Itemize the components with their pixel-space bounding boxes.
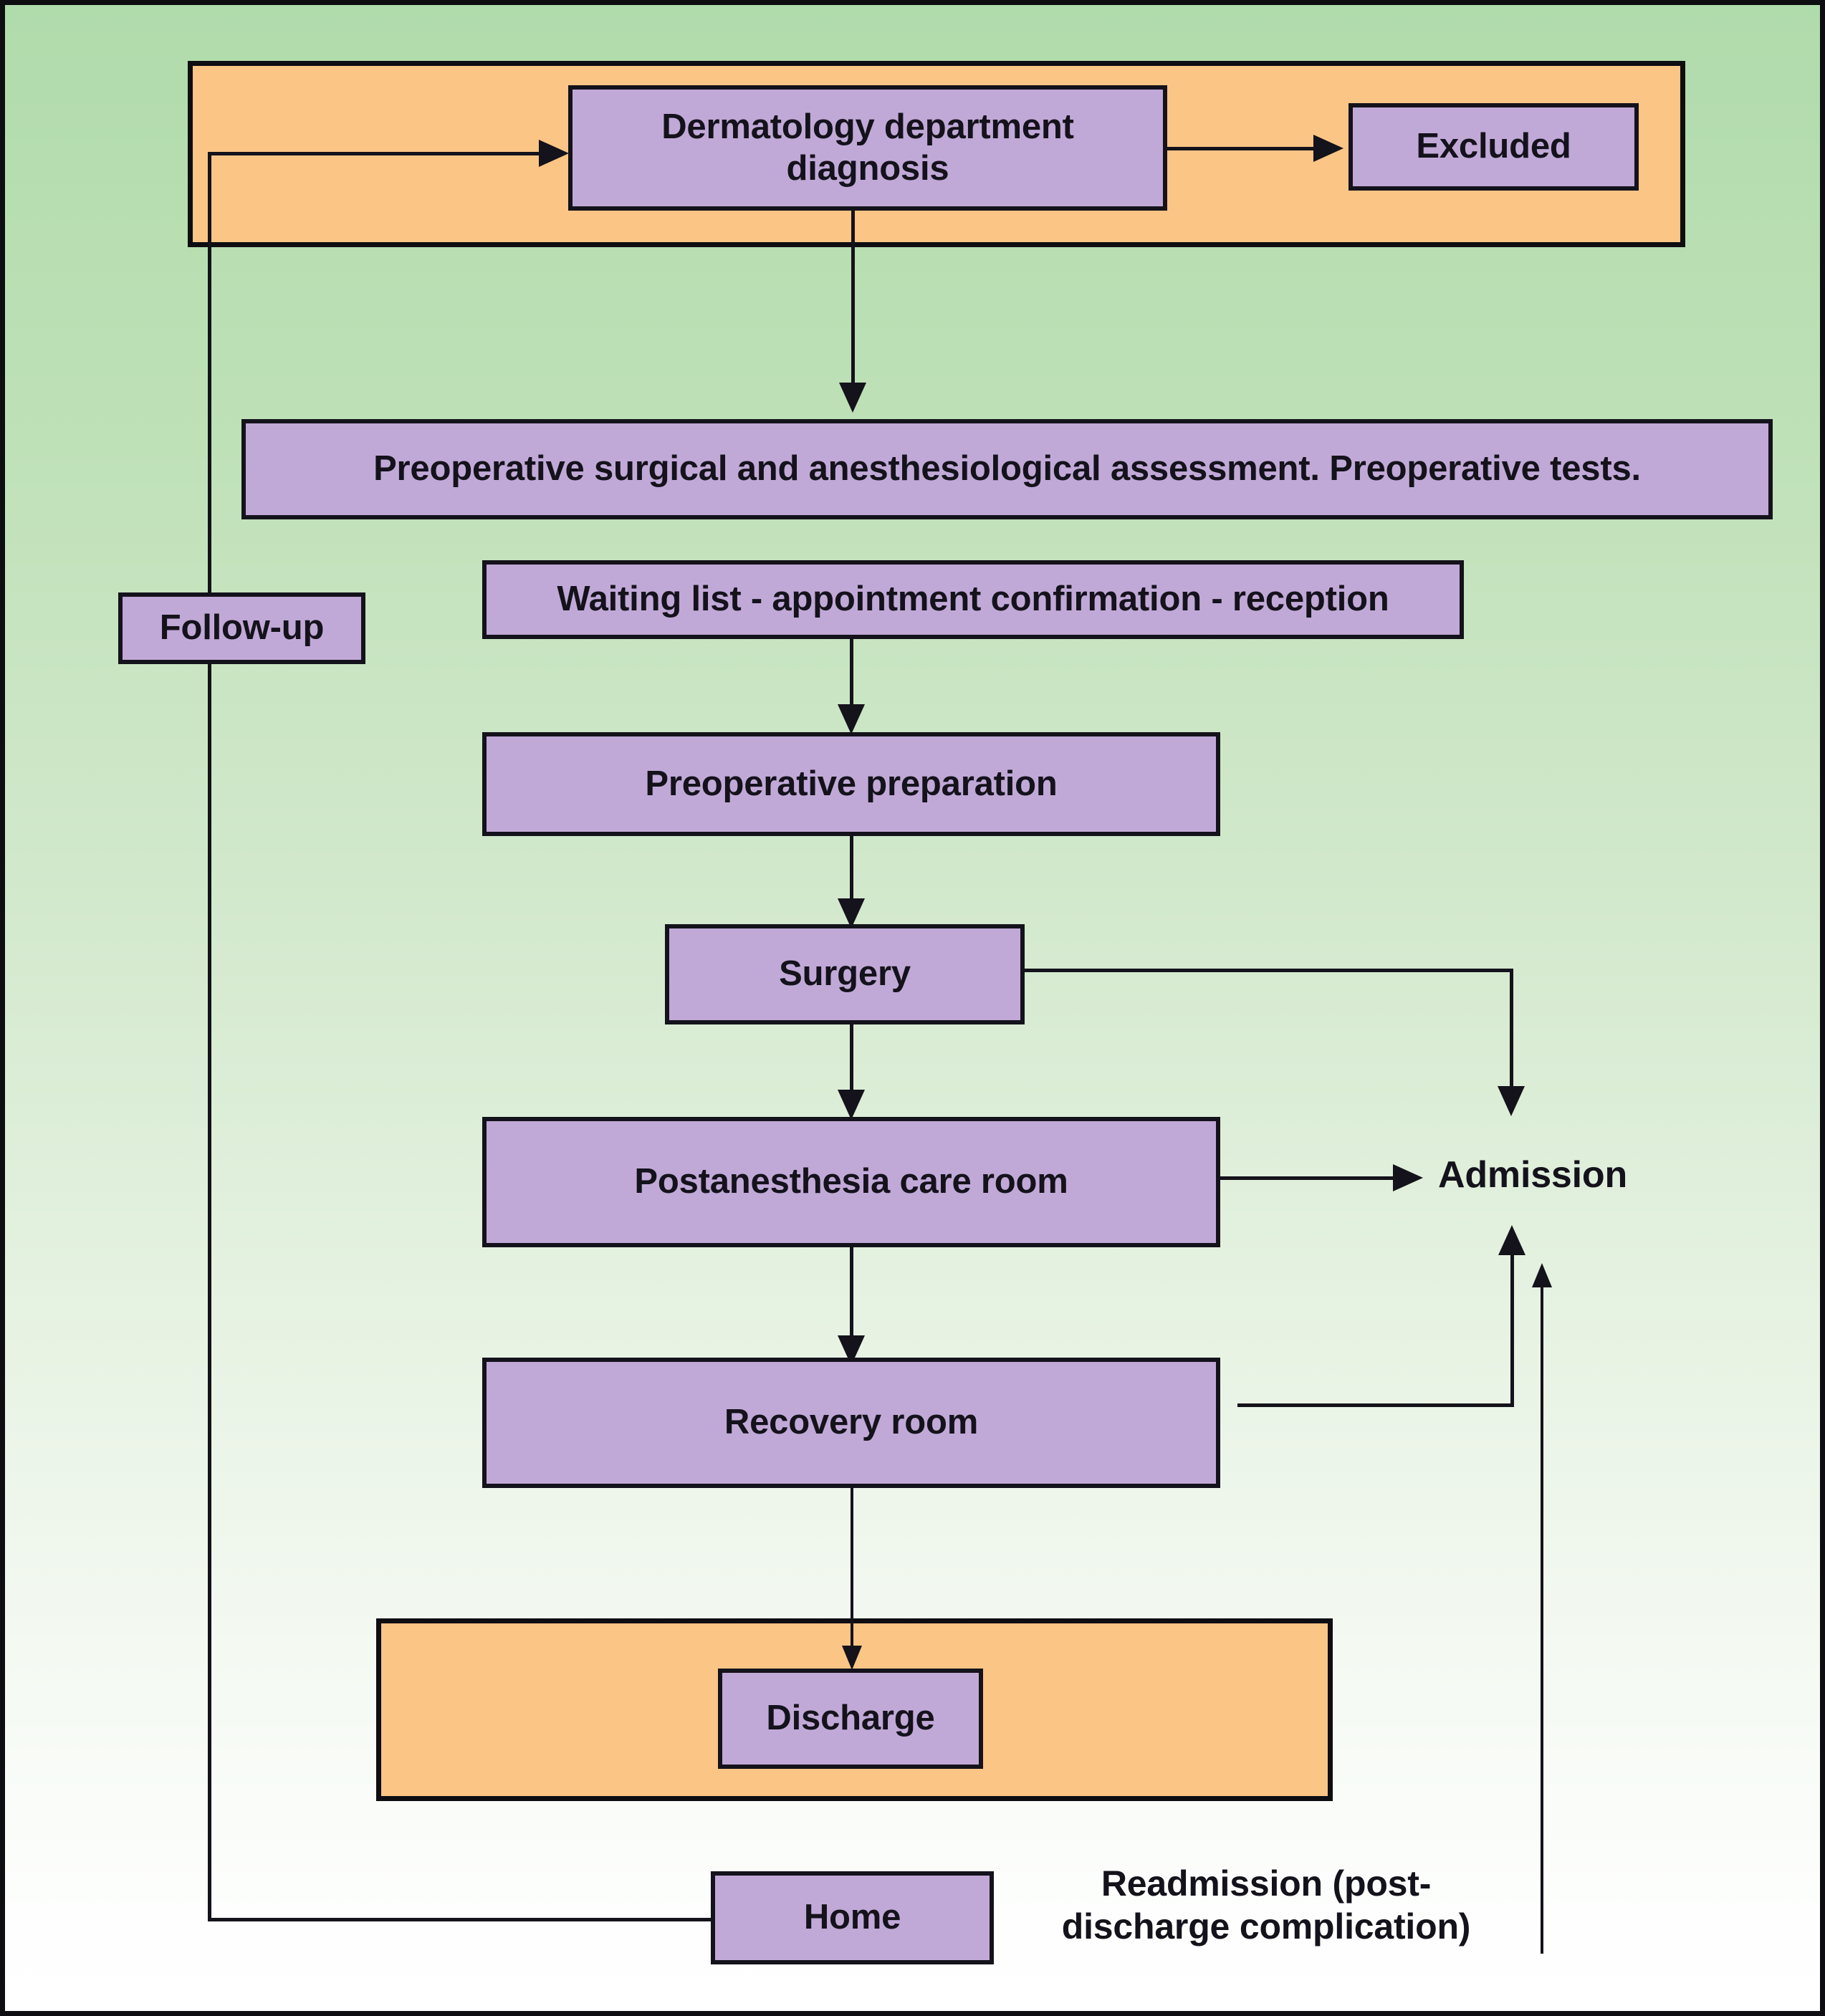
edge-preparation-to-surgery-arrowhead — [838, 898, 865, 928]
label-readmission-text: Readmission (post-discharge complication… — [1061, 1863, 1471, 1947]
edge-readmission-to-admission-arrowhead — [1532, 1263, 1552, 1287]
edge-surgery-to-pacu-line — [850, 1024, 853, 1114]
edge-recovery-to-discharge-arrowhead — [842, 1646, 862, 1670]
edge-dermatology-to-assessment-line — [851, 211, 855, 404]
edge-pacu-to-admission-line — [1220, 1176, 1399, 1180]
node-admission-label: Admission — [1438, 1154, 1628, 1196]
edge-followup-to-dermatology-horizontal — [208, 152, 550, 155]
edge-recovery-to-admission-horizontal — [1237, 1403, 1514, 1407]
node-discharge[interactable]: Discharge — [718, 1669, 983, 1769]
edge-dermatology-to-excluded-arrowhead — [1313, 135, 1343, 162]
node-discharge-label: Discharge — [766, 1699, 935, 1738]
node-recovery-room-label: Recovery room — [724, 1403, 979, 1442]
edge-followup-to-dermatology-arrowhead — [539, 140, 569, 167]
edge-followup-to-dermatology-vertical — [208, 152, 211, 1921]
node-follow-up-label: Follow-up — [159, 608, 325, 648]
node-recovery-room[interactable]: Recovery room — [482, 1358, 1220, 1488]
node-home-label: Home — [803, 1898, 901, 1937]
edge-preparation-to-surgery-line — [850, 836, 853, 926]
node-excluded[interactable]: Excluded — [1349, 103, 1639, 191]
label-readmission: Readmission (post-discharge complication… — [1037, 1862, 1495, 1948]
node-dermatology-diagnosis-label: Dermatology department diagnosis — [661, 107, 1074, 188]
edge-home-to-followup-horizontal — [208, 1918, 713, 1921]
node-follow-up[interactable]: Follow-up — [118, 592, 365, 664]
edge-surgery-to-admission-arrowhead — [1498, 1086, 1525, 1116]
edge-dermatology-to-assessment-arrowhead — [839, 383, 866, 413]
node-preoperative-preparation-label: Preoperative preparation — [645, 764, 1058, 803]
node-preoperative-assessment[interactable]: Preoperative surgical and anesthesiologi… — [241, 419, 1773, 519]
edge-surgery-to-admission-vertical — [1510, 969, 1513, 1101]
node-preoperative-preparation[interactable]: Preoperative preparation — [482, 732, 1220, 836]
edge-dermatology-to-excluded-line — [1167, 147, 1320, 150]
node-surgery[interactable]: Surgery — [665, 924, 1025, 1024]
node-home[interactable]: Home — [711, 1871, 994, 1964]
edge-recovery-to-discharge-line — [851, 1488, 853, 1667]
edge-waitinglist-to-preparation-arrowhead — [838, 704, 865, 734]
node-excluded-label: Excluded — [1416, 127, 1571, 166]
edge-pacu-to-admission-arrowhead — [1393, 1164, 1423, 1191]
node-preoperative-assessment-label: Preoperative surgical and anesthesiologi… — [373, 449, 1641, 489]
node-waiting-list-label: Waiting list - appointment confirmation … — [557, 580, 1389, 619]
edge-readmission-to-admission-line — [1541, 1287, 1543, 1954]
edge-waitinglist-to-preparation-line — [850, 639, 853, 729]
edge-recovery-to-admission-arrowhead — [1498, 1225, 1525, 1255]
node-postanesthesia-care-room-label: Postanesthesia care room — [634, 1162, 1068, 1201]
edge-recovery-to-admission-vertical — [1510, 1255, 1514, 1407]
node-dermatology-diagnosis[interactable]: Dermatology department diagnosis — [568, 85, 1167, 211]
node-surgery-label: Surgery — [779, 954, 911, 994]
edge-surgery-to-admission-horizontal — [1025, 969, 1513, 972]
node-postanesthesia-care-room[interactable]: Postanesthesia care room — [482, 1117, 1220, 1247]
node-admission[interactable]: Admission — [1438, 1153, 1627, 1197]
edge-pacu-to-recovery-line — [850, 1247, 853, 1362]
edge-surgery-to-pacu-arrowhead — [838, 1090, 865, 1120]
node-waiting-list[interactable]: Waiting list - appointment confirmation … — [482, 560, 1464, 639]
